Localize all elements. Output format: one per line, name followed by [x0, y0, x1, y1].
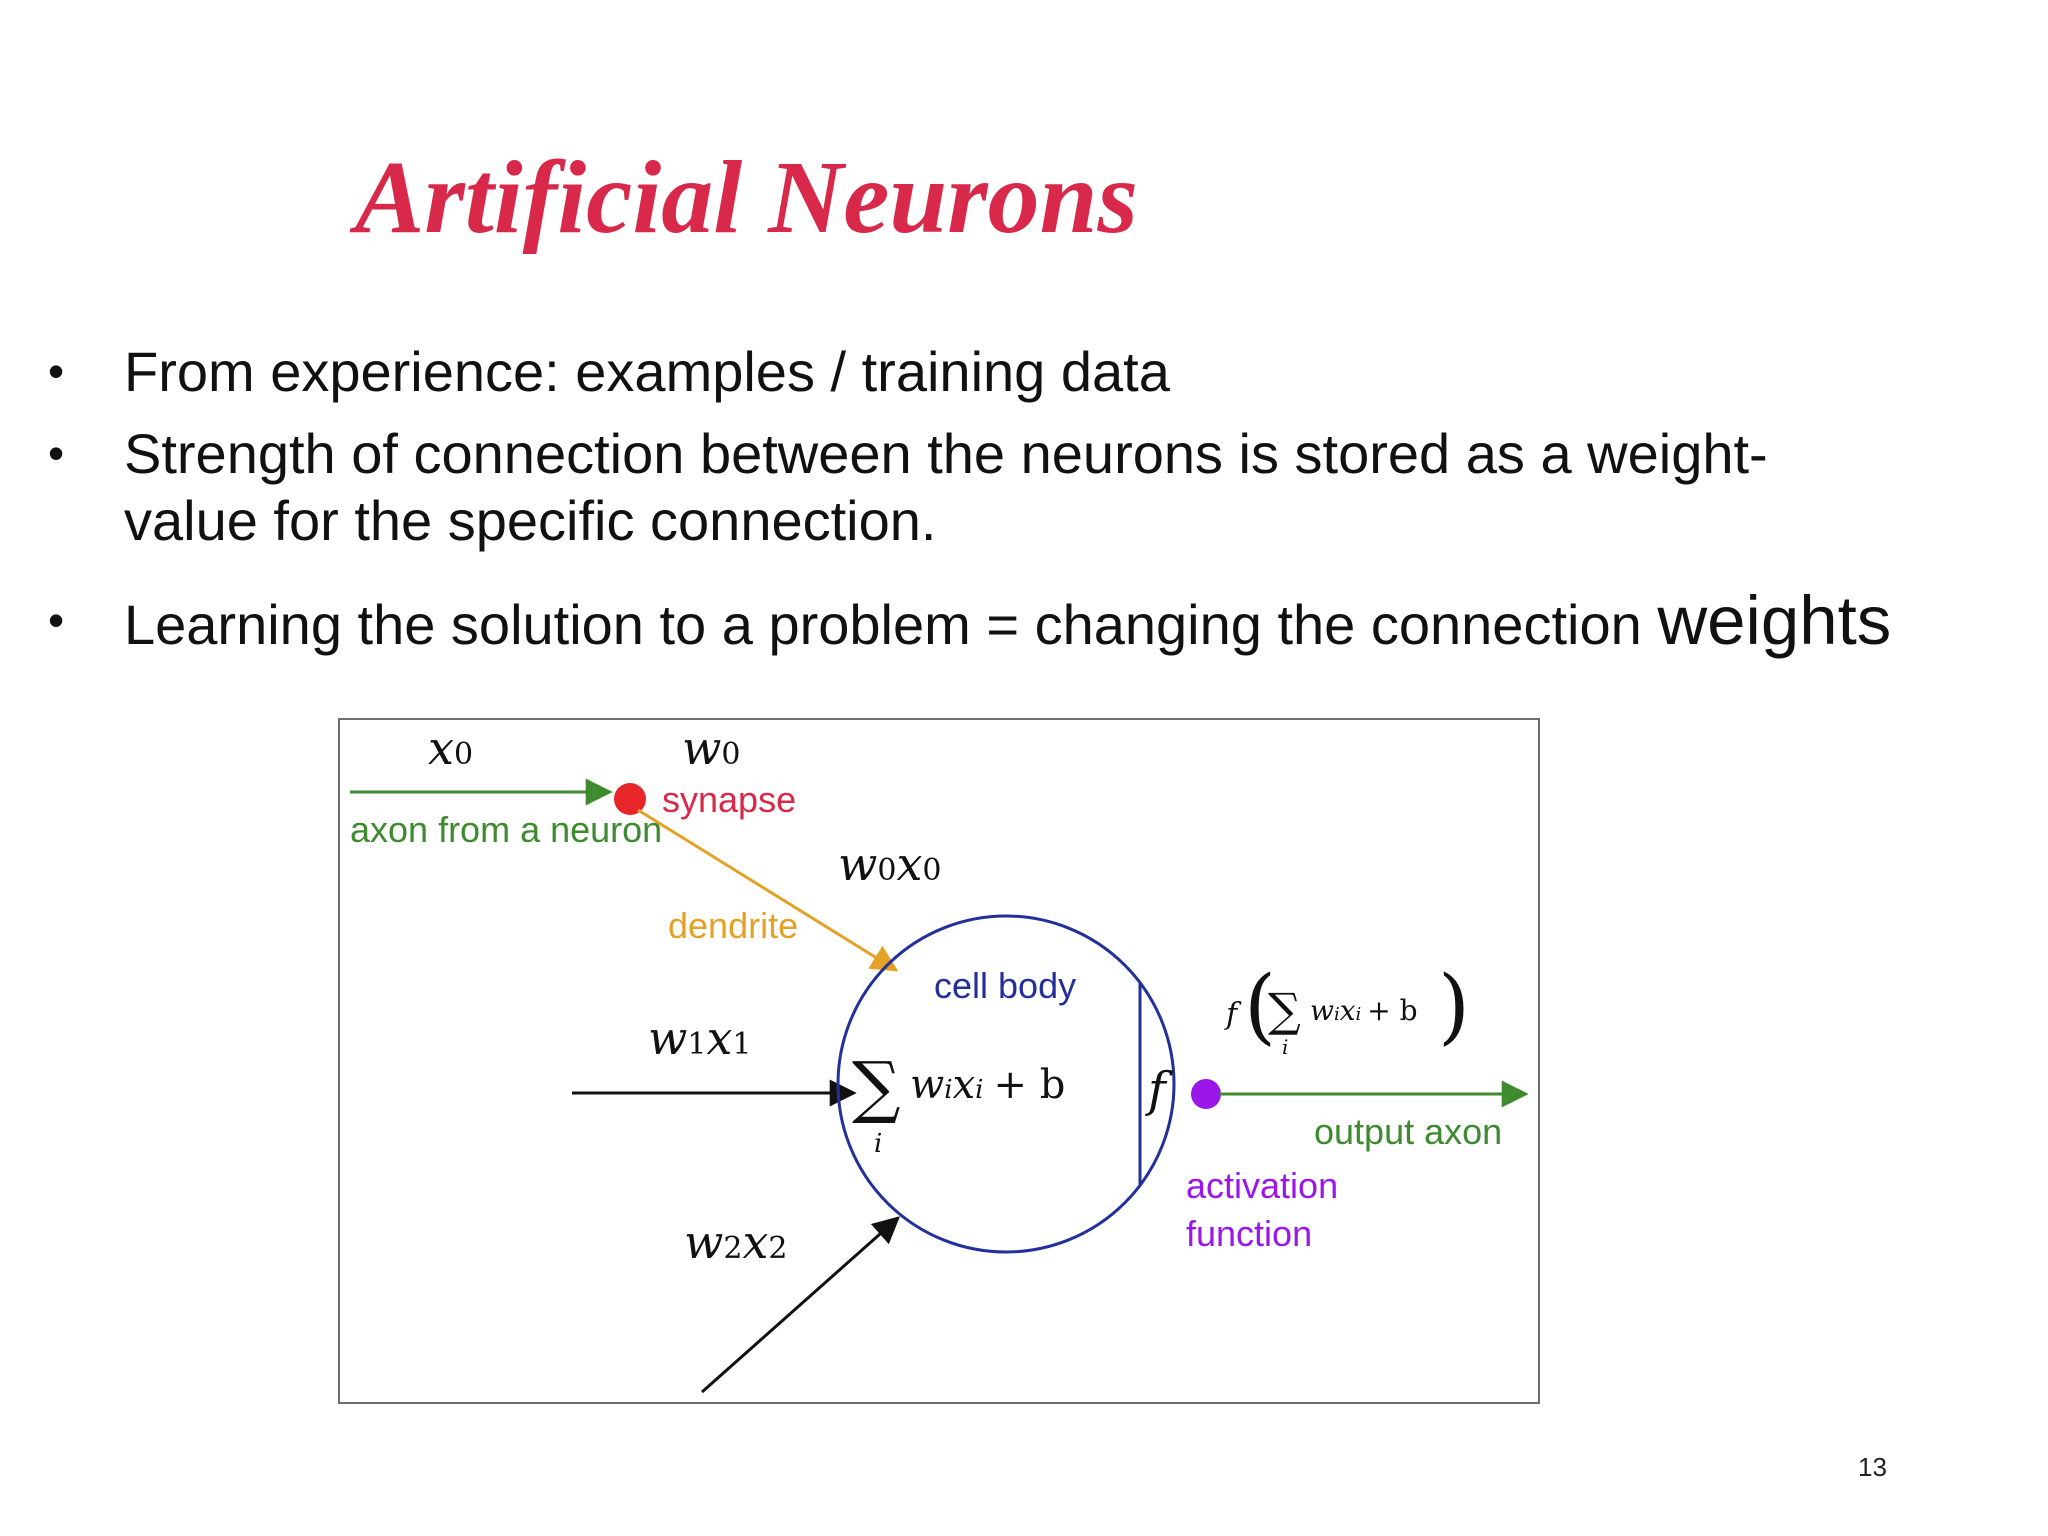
- output-formula: f ( ∑ i wixi+ b ): [1224, 959, 1470, 1059]
- sum-body: wixi+ b: [910, 1062, 1065, 1108]
- output-formula-f: f: [1224, 997, 1242, 1032]
- bullet-text-main: Learning the solution to a problem = cha…: [124, 593, 1642, 656]
- w0x0-label: w0x0: [838, 837, 942, 891]
- bullet-text: From experience: examples / training dat…: [124, 340, 1170, 403]
- bullet-emphasis: weights: [1657, 582, 1892, 659]
- slide-title: Artificial Neurons: [355, 140, 1138, 255]
- cell-body-circle: [836, 914, 1176, 1254]
- bullet-dot: •: [48, 345, 65, 397]
- dendrite-arrow: [637, 808, 899, 972]
- input-2-arrow: [701, 1216, 901, 1394]
- sum-index: i: [874, 1129, 882, 1159]
- synapse-dot: [614, 783, 646, 815]
- page-number: 13: [1858, 1452, 1887, 1482]
- dendrite-label: dendrite: [668, 905, 798, 946]
- neuron-diagram-svg: x0 w0 axon from a neuron synapse dendrit…: [350, 721, 1529, 1394]
- output-formula-sum: ∑: [1268, 983, 1301, 1037]
- synapse-label: synapse: [662, 779, 796, 820]
- cell-body-label: cell body: [934, 965, 1076, 1006]
- bullet-text-line-2: value for the specific connection.: [124, 489, 937, 552]
- w0-label: w0: [682, 721, 740, 775]
- axon-from-neuron-label: axon from a neuron: [350, 809, 662, 850]
- bullet-dot: •: [48, 594, 65, 646]
- activation-label-line-2: function: [1186, 1213, 1312, 1254]
- bullet-dot: •: [48, 427, 65, 479]
- output-axon-label: output axon: [1314, 1111, 1502, 1152]
- activation-f-symbol: f: [1145, 1062, 1173, 1118]
- output-formula-lparen: (: [1244, 959, 1276, 1054]
- x0-label: x0: [428, 721, 473, 775]
- output-formula-rparen: ): [1438, 959, 1470, 1054]
- bullet-text: Learning the solution to a problem = cha…: [124, 586, 1891, 658]
- sum-symbol: ∑: [852, 1048, 901, 1127]
- neuron-diagram: x0 w0 axon from a neuron synapse dendrit…: [338, 718, 1540, 1404]
- output-formula-body: wixi+ b: [1310, 994, 1418, 1027]
- bullet-text-line-1: Strength of connection between the neuro…: [124, 422, 1768, 485]
- output-formula-index: i: [1282, 1035, 1288, 1059]
- w1x1-label: w1x1: [648, 1011, 752, 1065]
- activation-label-line-1: activation: [1186, 1165, 1338, 1206]
- activation-dot: [1191, 1079, 1221, 1109]
- w2x2-label: w2x2: [684, 1215, 788, 1269]
